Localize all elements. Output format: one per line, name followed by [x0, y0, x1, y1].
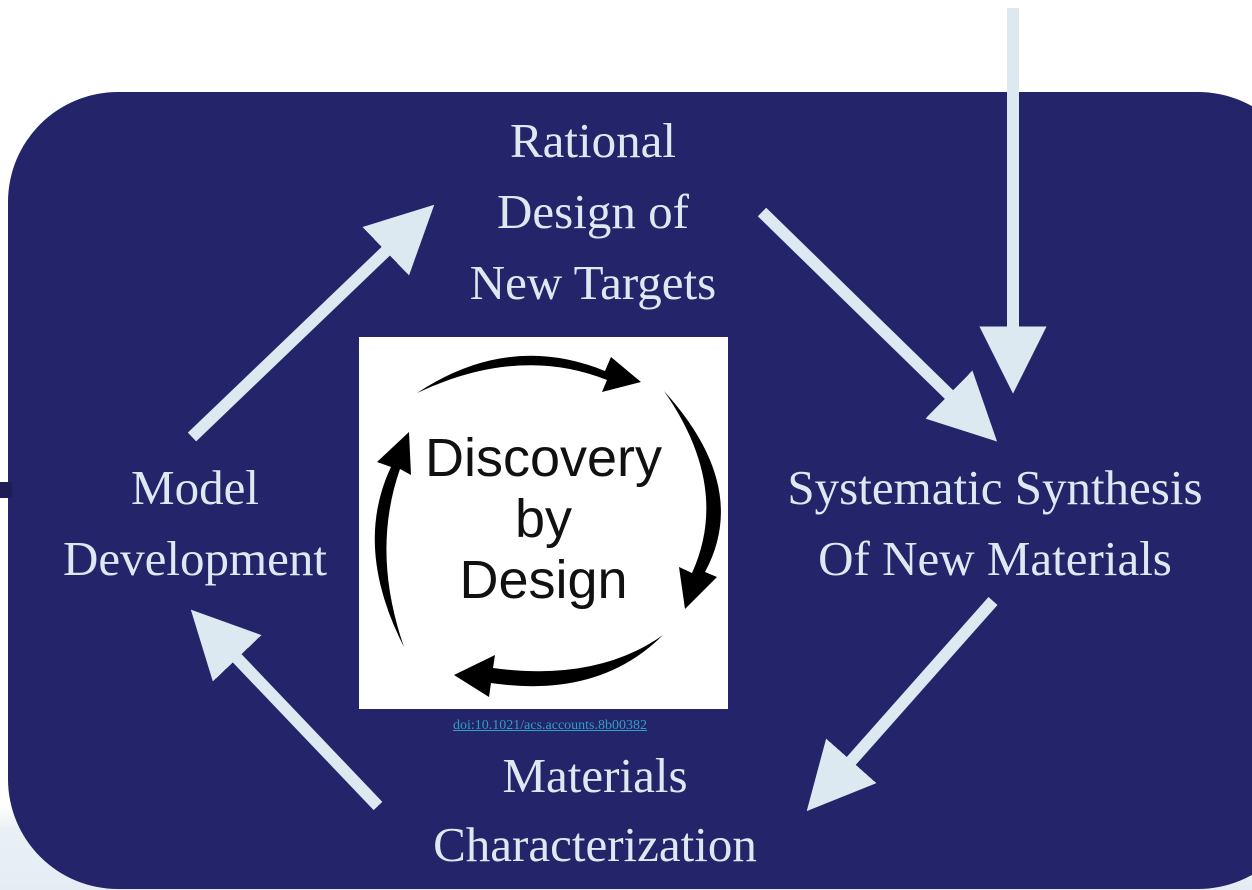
arrow-rational-to-synthesis — [757, 207, 998, 442]
systematic-synthesis-line-2: Of New Materials — [818, 531, 1172, 586]
discovery-by-design-logo: Discovery by Design — [359, 337, 728, 709]
model-development-node: Model Development — [20, 452, 370, 594]
rational-design-line-3: New Targets — [469, 255, 717, 310]
materials-characterization-node: Materials Characterization — [370, 741, 820, 879]
model-development-line-1: Model — [131, 460, 259, 515]
systematic-synthesis-node: Systematic Synthesis Of New Materials — [735, 452, 1252, 594]
systematic-synthesis-line-1: Systematic Synthesis — [787, 460, 1203, 515]
arrow-characterization-to-model — [190, 609, 383, 811]
arrow-synthesis-to-characterization — [806, 597, 998, 812]
logo-line-design: Design — [459, 550, 628, 610]
rational-design-line-1: Rational — [509, 113, 677, 168]
logo-line-discovery: Discovery — [424, 428, 663, 488]
model-development-line-2: Development — [63, 531, 327, 586]
materials-characterization-line-2: Characterization — [433, 817, 757, 872]
cycle-arrows-icon — [374, 355, 721, 697]
rational-design-node: Rational Design of New Targets — [393, 105, 793, 318]
side-edge-mark — [0, 482, 12, 498]
arrow-model-to-rational — [187, 204, 435, 442]
rational-design-line-2: Design of — [497, 184, 689, 239]
doi-link[interactable]: doi:10.1021/acs.accounts.8b00382 — [452, 718, 648, 733]
logo-line-by: by — [514, 489, 573, 549]
materials-characterization-line-1: Materials — [502, 748, 688, 803]
logo-text: Discovery by Design — [359, 428, 728, 611]
